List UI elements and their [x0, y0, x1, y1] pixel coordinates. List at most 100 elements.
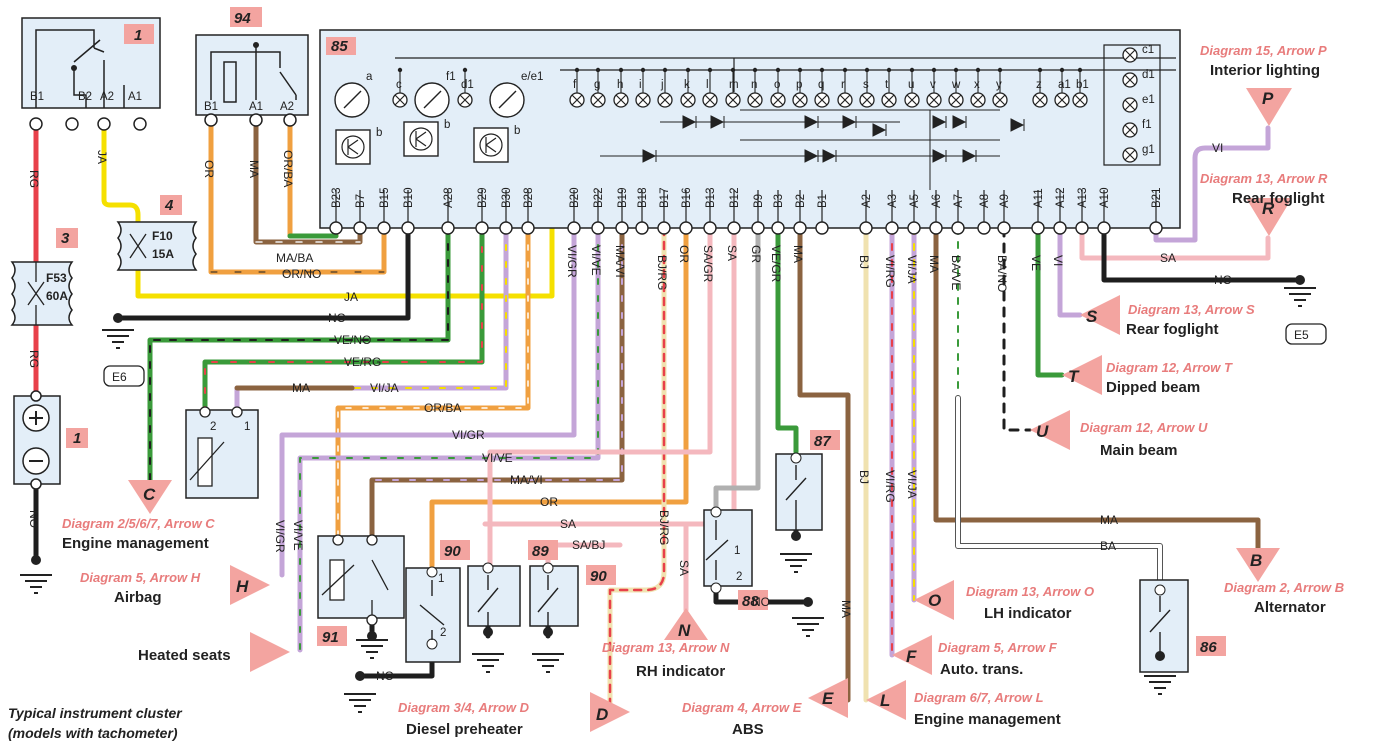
lamp-node-2: [574, 67, 580, 73]
lamp-node-4: [618, 67, 624, 73]
component-number-85: 85: [331, 38, 348, 55]
lamp-label-3: g: [594, 79, 600, 91]
svg-text:R: R: [1262, 199, 1275, 218]
arrow-d-dest: Diesel preheater: [406, 721, 523, 738]
wire-label-ma-vi: MA/VI: [510, 473, 543, 487]
lamp-label-2: f: [573, 79, 577, 91]
arrow-u-dest: Main beam: [1100, 442, 1178, 459]
arrow-r-ref: Diagram 13, Arrow R: [1200, 171, 1328, 186]
wire-label-sa-gr: SA/GR: [701, 245, 715, 283]
pin-terminal-r4: [951, 221, 965, 235]
wire-label-ma-v2: MA: [839, 600, 853, 618]
warning-lamp-0-cross: [394, 94, 406, 106]
switch91-pin-2: 2: [440, 627, 446, 639]
arrow-n-ref: Diagram 13, Arrow N: [602, 640, 730, 655]
lamp-label-5: i: [639, 79, 642, 91]
wire-label-or: OR: [202, 160, 216, 178]
pin-label-l4: A28: [443, 188, 455, 208]
component-number-2: 1: [134, 27, 142, 44]
pin-terminal-r10: [1097, 221, 1111, 235]
lamp-label-22: z: [1036, 79, 1042, 91]
wire-label-vi-rg-2: VI/RG: [883, 470, 897, 503]
warning-lamp-6-cross: [659, 94, 671, 106]
sender-pin-1: 1: [244, 421, 250, 433]
svg-text:C: C: [143, 485, 156, 504]
switch88-pin-2: 2: [736, 571, 742, 583]
wire-label-sa-r: SA: [1160, 251, 1176, 265]
lamp-label-16: t: [885, 79, 889, 91]
side-lamp-0-cross: [1124, 49, 1136, 61]
comp94-pin-b1: B1: [204, 101, 218, 113]
component-number-86: 86: [1200, 639, 1217, 656]
wire-label-ma-b: MA: [1100, 513, 1118, 527]
lamp-node-23: [1059, 67, 1065, 73]
lamp-node-24: [1077, 67, 1083, 73]
arrow-o-ref: Diagram 13, Arrow O: [966, 584, 1094, 599]
arrow-o-dest: LH indicator: [984, 605, 1072, 622]
wire-label-no-battery: NO: [27, 510, 41, 528]
pin-label-r1: A3: [887, 194, 899, 208]
switch-91: 90 1 2: [405, 540, 470, 663]
wire-label-ba-no: BA/NO: [995, 255, 1009, 292]
wire-label-or-ba-2: OR/BA: [424, 401, 461, 415]
warning-lamp-22-cross: [1034, 94, 1046, 106]
svg-text:D: D: [596, 705, 608, 724]
arrow-r-dest: Rear foglight: [1232, 190, 1325, 207]
component-92: 91: [317, 534, 405, 646]
pin-label-r6: A9: [999, 194, 1011, 208]
component-number-4: 4: [164, 197, 174, 214]
arrow-h-dest: Airbag: [114, 589, 162, 606]
pin-terminal-l17: [771, 221, 785, 235]
relay-2: 1 B1 B2 A2 A1: [21, 17, 161, 131]
lamp-node-22: [1037, 67, 1043, 73]
pin-label-r11: B21: [1151, 188, 1163, 208]
pin-label-l9: B22: [593, 188, 605, 208]
switch-90: 90: [529, 562, 616, 637]
component-number-88: 88: [742, 593, 759, 610]
pin-terminal-l5: [475, 221, 489, 235]
svg-text:E: E: [822, 689, 834, 708]
wire-label-ma-vi-v: MA/VI: [613, 245, 627, 278]
wire-label-no-91: NO: [376, 669, 394, 683]
lamp-node-15: [864, 67, 870, 73]
switch-87: 87: [775, 430, 840, 541]
arrow-s-dest: Rear foglight: [1126, 321, 1219, 338]
warning-lamp-20-cross: [972, 94, 984, 106]
warning-lamp-17-cross: [906, 94, 918, 106]
pin-terminal-l11: [635, 221, 649, 235]
arrow-e-dest: ABS: [732, 721, 764, 738]
arrow-b-dest: Alternator: [1254, 599, 1326, 616]
switch-89: 89: [467, 540, 558, 637]
wire-label-vi-gr-h: VI/GR: [273, 520, 287, 553]
wire-label-bj: BJ: [857, 255, 871, 269]
wire-labels: RG RG JA OR MA OR/BA MA/BA OR/NO JA NO V…: [27, 141, 1232, 683]
pin-label-l15: B12: [729, 188, 741, 208]
lamp-label-8: l: [706, 79, 709, 91]
lamp-node-20: [975, 67, 981, 73]
comp94-pin-a1: A1: [249, 101, 263, 113]
transistor-block-1: [403, 121, 439, 157]
warning-lamp-21-cross: [994, 94, 1006, 106]
side-lamp-label-0: c1: [1142, 44, 1154, 56]
pin-label-l14: B13: [705, 188, 717, 208]
transistor-b-label-1: b: [444, 119, 450, 131]
warning-lamp-7-cross: [682, 94, 694, 106]
wires: [33, 117, 1303, 709]
earth-e6-label: E6: [112, 370, 127, 384]
side-lamp-1-cross: [1124, 74, 1136, 86]
pin-terminal-r9: [1075, 221, 1089, 235]
wire-label-vi-ve-v: VI/VE: [589, 245, 603, 276]
component-94: 94 B1 A1 A2: [195, 7, 309, 127]
pin-label-l19: B1: [817, 194, 829, 208]
warning-lamp-9-cross: [727, 94, 739, 106]
wire-label-sa-h: SA: [560, 517, 576, 531]
fuse-f10-name: F10: [152, 229, 173, 243]
pin-label-l1: B7: [355, 194, 367, 208]
transistor-leads-2: [485, 137, 497, 153]
arrow-f-dest: Auto. trans.: [940, 661, 1023, 678]
pin-label-r10: A10: [1099, 188, 1111, 208]
arrow-h-ref: Diagram 5, Arrow H: [80, 570, 201, 585]
warning-lamp-11-cross: [772, 94, 784, 106]
lamp-node-1: [462, 67, 468, 73]
